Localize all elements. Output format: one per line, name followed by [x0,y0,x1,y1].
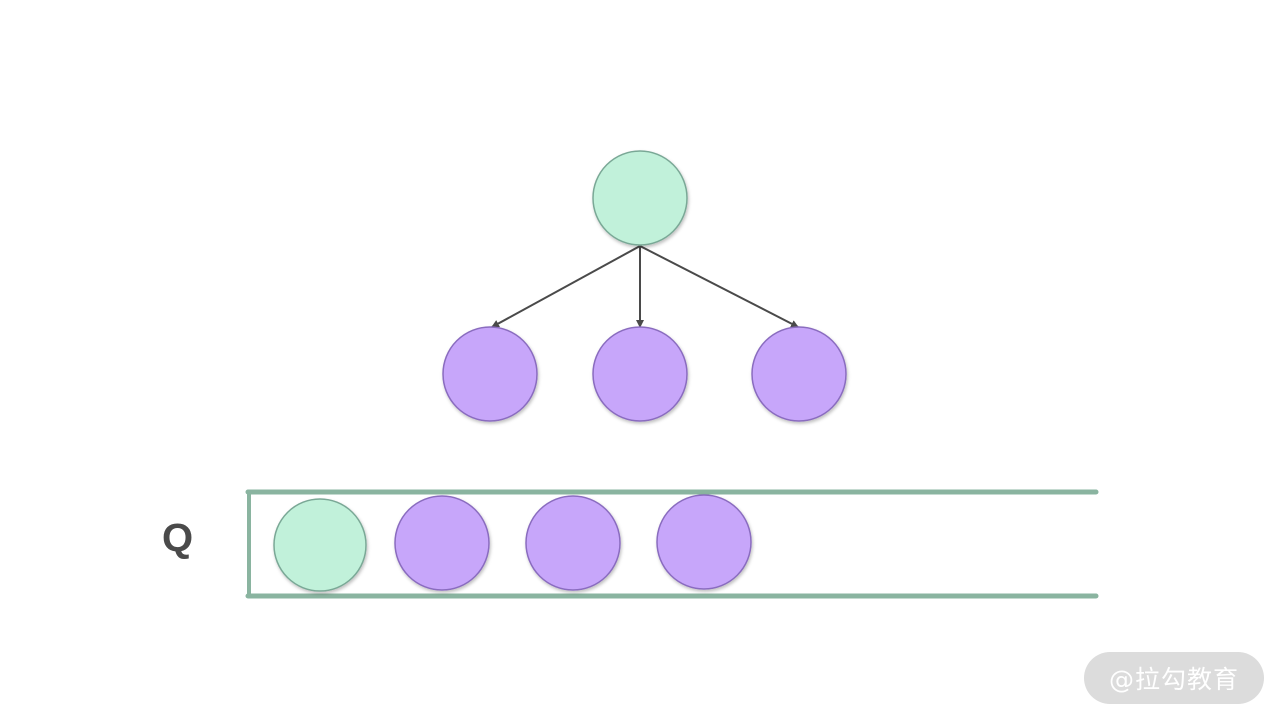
tree-child-node-1 [442,326,538,422]
queue-label: Q [162,516,194,560]
queue-item-1 [273,498,367,592]
watermark-text: @拉勾教育 [1108,665,1239,694]
tree-nodes [442,150,847,422]
tree-child-node-3 [751,326,847,422]
queue-item-4 [656,494,752,590]
tree-edges [491,245,799,328]
queue-item-3 [525,495,621,591]
edge-root-child-1 [491,245,641,328]
queue-container [245,489,1099,599]
tree-root-node [592,150,688,246]
queue-item-2 [394,495,490,591]
edge-root-child-3 [639,245,799,328]
tree-child-node-2 [592,326,688,422]
watermark-badge: @拉勾教育 [1084,652,1264,704]
queue-items [273,494,752,592]
